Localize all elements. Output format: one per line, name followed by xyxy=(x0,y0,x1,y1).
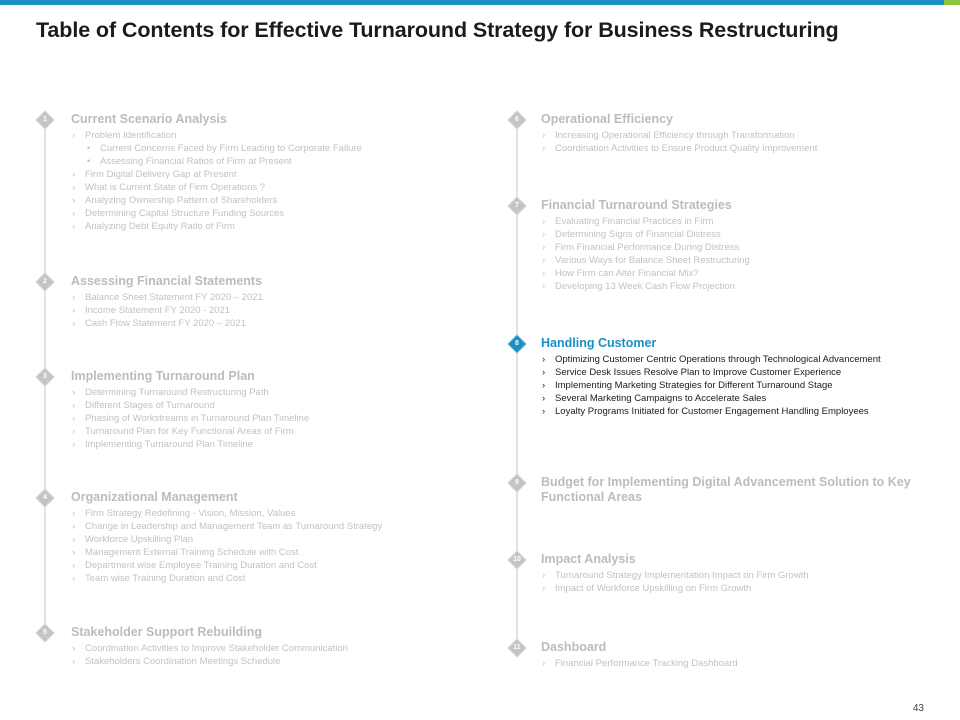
toc-section-3[interactable]: Implementing Turnaround PlanDetermining … xyxy=(71,369,441,451)
toc-section-7[interactable]: Financial Turnaround StrategiesEvaluatin… xyxy=(541,198,916,293)
top-accent-bar-green xyxy=(944,0,960,5)
list-item[interactable]: Turnaround Plan for Key Functional Areas… xyxy=(71,425,441,438)
list-item[interactable]: Financial Performance Tracking Dashboard xyxy=(541,657,916,670)
list-item[interactable]: Assessing Financial Ratios of Firm at Pr… xyxy=(71,155,441,168)
list-item[interactable]: Current Concerns Faced by Firm Leading t… xyxy=(71,142,441,155)
section-title[interactable]: Implementing Turnaround Plan xyxy=(71,369,255,383)
list-item[interactable]: Department wise Employee Training Durati… xyxy=(71,559,441,572)
section-title[interactable]: Stakeholder Support Rebuilding xyxy=(71,625,262,639)
list-item[interactable]: Turnaround Strategy Implementation Impac… xyxy=(541,569,916,582)
section-items: Evaluating Financial Practices in FirmDe… xyxy=(541,215,916,293)
list-item[interactable]: Various Ways for Balance Sheet Restructu… xyxy=(541,254,916,267)
section-number: 6 xyxy=(515,116,519,123)
section-items: Determining Turnaround Restructuring Pat… xyxy=(71,386,441,451)
list-item[interactable]: Loyalty Programs Initiated for Customer … xyxy=(541,405,916,418)
list-item[interactable]: Determining Signs of Financial Distress xyxy=(541,228,916,241)
section-title[interactable]: Budget for Implementing Digital Advancem… xyxy=(541,475,911,504)
list-item[interactable]: Determining Turnaround Restructuring Pat… xyxy=(71,386,441,399)
list-item[interactable]: Analyzing Ownership Pattern of Sharehold… xyxy=(71,194,441,207)
right-timeline xyxy=(516,120,518,648)
section-title[interactable]: Organizational Management xyxy=(71,490,238,504)
list-item[interactable]: How Firm can Alter Financial Mix? xyxy=(541,267,916,280)
list-item[interactable]: Different Stages of Turnaround xyxy=(71,399,441,412)
toc-section-2[interactable]: Assessing Financial StatementsBalance Sh… xyxy=(71,274,441,330)
list-item[interactable]: Problem Identification xyxy=(71,129,441,142)
list-item[interactable]: Developing 13 Week Cash Flow Projection xyxy=(541,280,916,293)
list-item[interactable]: Coordination Activities to Ensure Produc… xyxy=(541,142,916,155)
section-items: Optimizing Customer Centric Operations t… xyxy=(541,353,916,418)
list-item[interactable]: Firm Digital Delivery Gap at Present xyxy=(71,168,441,181)
list-item[interactable]: Cash Flow Statement FY 2020 – 2021 xyxy=(71,317,441,330)
list-item[interactable]: What is Current State of Firm Operations… xyxy=(71,181,441,194)
section-items: Firm Strategy Redefining - Vision, Missi… xyxy=(71,507,441,585)
section-title[interactable]: Handling Customer xyxy=(541,336,657,350)
list-item[interactable]: Team wise Training Duration and Cost xyxy=(71,572,441,585)
section-number: 4 xyxy=(43,494,47,501)
list-item[interactable]: Firm Financial Performance During Distre… xyxy=(541,241,916,254)
section-number: 3 xyxy=(43,373,47,380)
list-item[interactable]: Balance Sheet Statement FY 2020 – 2021 xyxy=(71,291,441,304)
toc-section-11[interactable]: DashboardFinancial Performance Tracking … xyxy=(541,640,916,670)
section-items: Increasing Operational Efficiency throug… xyxy=(541,129,916,155)
page-title: Table of Contents for Effective Turnarou… xyxy=(36,18,839,42)
list-item[interactable]: Implementing Marketing Strategies for Di… xyxy=(541,379,916,392)
list-item[interactable]: Stakeholders Coordination Meetings Sched… xyxy=(71,655,441,668)
list-item[interactable]: Management External Training Schedule wi… xyxy=(71,546,441,559)
toc-section-5[interactable]: Stakeholder Support RebuildingCoordinati… xyxy=(71,625,441,668)
section-title[interactable]: Dashboard xyxy=(541,640,607,654)
section-number: 8 xyxy=(515,340,519,347)
section-number: 2 xyxy=(43,278,47,285)
list-item[interactable]: Firm Strategy Redefining - Vision, Missi… xyxy=(71,507,441,520)
section-title[interactable]: Impact Analysis xyxy=(541,552,636,566)
list-item[interactable]: Change in Leadership and Management Team… xyxy=(71,520,441,533)
toc-section-4[interactable]: Organizational ManagementFirm Strategy R… xyxy=(71,490,441,585)
list-item[interactable]: Analyzing Debt Equity Ratio of Firm xyxy=(71,220,441,233)
list-item[interactable]: Workforce Upskilling Plan xyxy=(71,533,441,546)
section-title[interactable]: Financial Turnaround Strategies xyxy=(541,198,732,212)
list-item[interactable]: Impact of Workforce Upskilling on Firm G… xyxy=(541,582,916,595)
section-number: 1 xyxy=(43,116,47,123)
section-number: 11 xyxy=(513,644,521,651)
toc-section-8[interactable]: Handling CustomerOptimizing Customer Cen… xyxy=(541,336,916,418)
section-title[interactable]: Assessing Financial Statements xyxy=(71,274,263,288)
list-item[interactable]: Several Marketing Campaigns to Accelerat… xyxy=(541,392,916,405)
section-items: Balance Sheet Statement FY 2020 – 2021In… xyxy=(71,291,441,330)
section-number: 9 xyxy=(515,479,519,486)
section-title[interactable]: Operational Efficiency xyxy=(541,112,673,126)
list-item[interactable]: Phasing of Workstreams in Turnaround Pla… xyxy=(71,412,441,425)
section-items: Turnaround Strategy Implementation Impac… xyxy=(541,569,916,595)
top-accent-bar-blue xyxy=(0,0,944,5)
section-items: Problem IdentificationCurrent Concerns F… xyxy=(71,129,441,233)
toc-section-9[interactable]: Budget for Implementing Digital Advancem… xyxy=(541,475,916,507)
section-number: 5 xyxy=(43,629,47,636)
section-title[interactable]: Current Scenario Analysis xyxy=(71,112,227,126)
list-item[interactable]: Determining Capital Structure Funding So… xyxy=(71,207,441,220)
list-item[interactable]: Optimizing Customer Centric Operations t… xyxy=(541,353,916,366)
list-item[interactable]: Coordination Activities to Improve Stake… xyxy=(71,642,441,655)
toc-section-6[interactable]: Operational EfficiencyIncreasing Operati… xyxy=(541,112,916,155)
list-item[interactable]: Service Desk Issues Resolve Plan to Impr… xyxy=(541,366,916,379)
list-item[interactable]: Evaluating Financial Practices in Firm xyxy=(541,215,916,228)
section-items: Financial Performance Tracking Dashboard xyxy=(541,657,916,670)
toc-section-10[interactable]: Impact AnalysisTurnaround Strategy Imple… xyxy=(541,552,916,595)
list-item[interactable]: Implementing Turnaround Plan Timeline xyxy=(71,438,441,451)
page-number: 43 xyxy=(912,703,924,714)
section-number: 10 xyxy=(513,556,521,563)
toc-section-1[interactable]: Current Scenario AnalysisProblem Identif… xyxy=(71,112,441,233)
list-item[interactable]: Increasing Operational Efficiency throug… xyxy=(541,129,916,142)
section-items: Coordination Activities to Improve Stake… xyxy=(71,642,441,668)
list-item[interactable]: Income Statement FY 2020 - 2021 xyxy=(71,304,441,317)
section-number: 7 xyxy=(515,202,519,209)
